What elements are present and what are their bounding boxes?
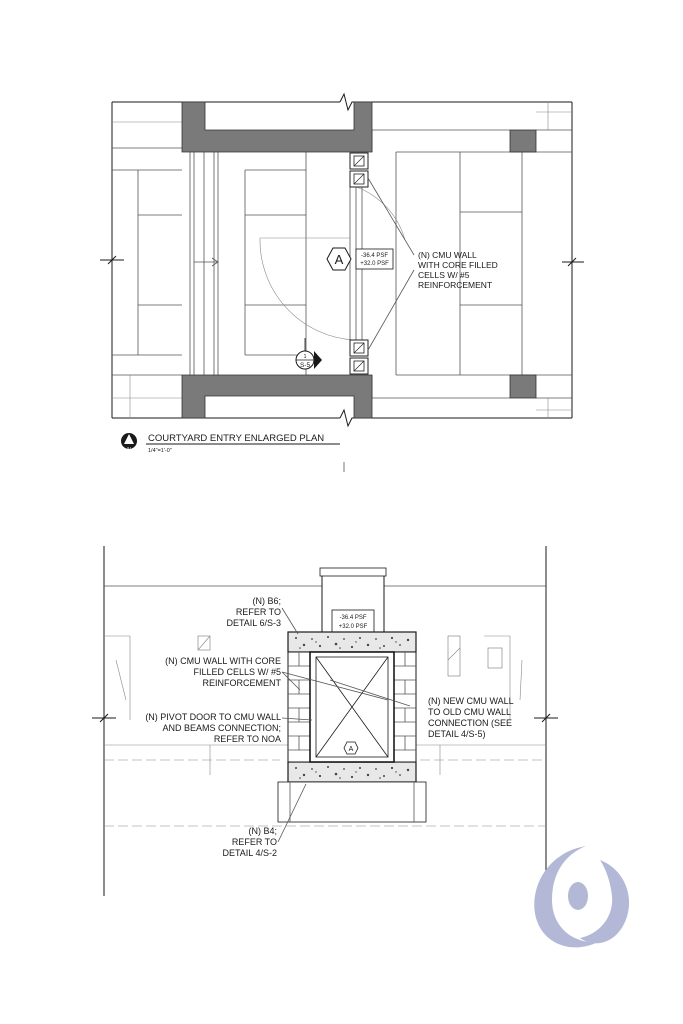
cmu-column-right [393, 651, 417, 763]
door-swing [353, 185, 406, 241]
section-sheet: S-5 [300, 362, 311, 369]
beam-b6 [287, 631, 417, 653]
section-marker: 1 S-5 [295, 338, 322, 370]
brand-logo [534, 846, 630, 948]
north-label: N [127, 447, 131, 453]
svg-text:REFER TO NOA: REFER TO NOA [214, 734, 281, 744]
cmu-wall-note: (N) CMU WALL WITH CORE FILLED CELLS W/ #… [418, 250, 498, 290]
svg-text:(N) PIVOT DOOR TO CMU WALL: (N) PIVOT DOOR TO CMU WALL [145, 712, 281, 722]
svg-text:DETAIL 4/S-2: DETAIL 4/S-2 [222, 848, 277, 858]
pressure-box: -36.4 PSF +32.0 PSF [331, 609, 375, 633]
door-tag-label: A [349, 746, 354, 753]
door-swing [259, 237, 355, 341]
break-mark [534, 713, 558, 723]
note-cmu-wall: (N) CMU WALL WITH CORE FILLED CELLS W/ #… [165, 656, 281, 688]
note-b4: (N) B4; REFER TO DETAIL 4/S-2 [222, 826, 277, 858]
break-mark [562, 257, 584, 267]
svg-text:(N) CMU WALL: (N) CMU WALL [418, 250, 477, 260]
svg-text:(N) B4;: (N) B4; [248, 826, 277, 836]
plan-scale: 1/4"=1'-0" [148, 448, 172, 454]
svg-text:REINFORCEMENT: REINFORCEMENT [203, 678, 282, 688]
svg-text:REFER TO: REFER TO [236, 607, 281, 617]
note-b6: (N) B6; REFER TO DETAIL 6/S-3 [226, 596, 281, 628]
reinforced-cells-bottom [349, 339, 369, 375]
svg-text:(N) CMU WALL WITH CORE: (N) CMU WALL WITH CORE [165, 656, 281, 666]
pressure-negative: -36.4 PSF [361, 253, 388, 259]
cmu-pier [509, 129, 537, 153]
section-number: 1 [303, 354, 306, 360]
svg-text:CELLS W/ #5: CELLS W/ #5 [418, 270, 470, 280]
break-mark [339, 92, 356, 112]
cmu-wall-bottom [181, 374, 373, 419]
entry-elevation: -36.4 PSF +32.0 PSF [92, 546, 558, 896]
door-tag-label: A [335, 252, 344, 267]
reinforced-cells-top [349, 152, 369, 188]
svg-text:TO OLD CMU WALL: TO OLD CMU WALL [428, 707, 511, 717]
svg-text:(N) NEW CMU WALL: (N) NEW CMU WALL [428, 696, 514, 706]
svg-text:REINFORCEMENT: REINFORCEMENT [418, 280, 492, 290]
note-pivot-door: (N) PIVOT DOOR TO CMU WALL AND BEAMS CON… [145, 712, 281, 744]
stipple-b4 [295, 766, 410, 779]
door-tag-hexagon: A [343, 741, 359, 755]
note-new-cmu-wall: (N) NEW CMU WALL TO OLD CMU WALL CONNECT… [428, 696, 514, 739]
beam-b4 [287, 761, 417, 783]
door-tag-hexagon: A [326, 247, 352, 271]
break-mark [339, 408, 356, 428]
plan-title: COURTYARD ENTRY ENLARGED PLAN [148, 433, 324, 444]
svg-text:CONNECTION (SEE: CONNECTION (SEE [428, 718, 512, 728]
break-mark [92, 713, 116, 723]
cmu-pier [509, 374, 537, 399]
enlarged-plan: A -36.4 PSF +32.0 PSF (N) CMU WALL WITH … [100, 92, 584, 472]
svg-text:WITH CORE FILLED: WITH CORE FILLED [418, 260, 498, 270]
cmu-column-left [287, 651, 311, 763]
stipple-b6 [295, 636, 410, 649]
svg-text:FILLED CELLS W/ #5: FILLED CELLS W/ #5 [193, 667, 281, 677]
break-mark [100, 255, 124, 265]
plan-title-block: N COURTYARD ENTRY ENLARGED PLAN 1/4"=1'-… [121, 433, 340, 454]
svg-text:AND BEAMS CONNECTION;: AND BEAMS CONNECTION; [162, 723, 281, 733]
svg-text:DETAIL 6/S-3: DETAIL 6/S-3 [226, 618, 281, 628]
svg-text:(N) B6;: (N) B6; [252, 596, 281, 606]
svg-text:REFER TO: REFER TO [232, 837, 277, 847]
svg-text:DETAIL 4/S-5): DETAIL 4/S-5) [428, 729, 486, 739]
pressure-positive: +32.0 PSF [339, 624, 368, 630]
cmu-wall-top [181, 101, 373, 153]
pressure-box: -36.4 PSF +32.0 PSF [355, 248, 394, 270]
pressure-negative: -36.4 PSF [339, 615, 366, 621]
pressure-positive: +32.0 PSF [360, 261, 389, 267]
